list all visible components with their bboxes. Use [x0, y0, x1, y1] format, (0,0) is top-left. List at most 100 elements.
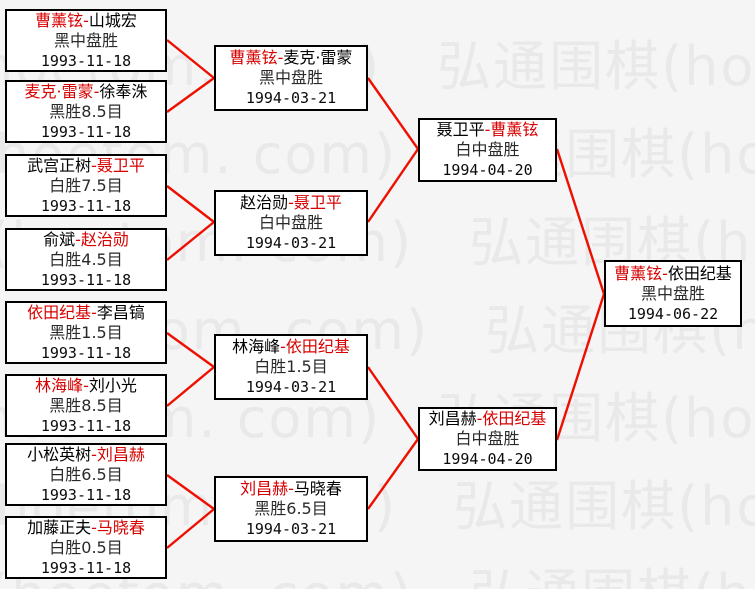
player-p1: 刘昌赫	[428, 409, 477, 428]
match-players: 依田纪基-李昌镐	[27, 303, 145, 323]
connector-line	[166, 77, 215, 113]
match-date: 1994-03-21	[245, 234, 337, 252]
match-result: 白胜4.5目	[49, 249, 123, 269]
player-p1: 林海峰	[35, 375, 84, 395]
match-date: 1994-06-22	[627, 304, 719, 323]
player-p2: 刘小光	[88, 375, 137, 395]
player-p2: 刘昌赫	[96, 444, 145, 464]
connector-line	[367, 438, 419, 510]
match-result: 白中盘胜	[455, 429, 520, 448]
match-date: 1993-11-18	[40, 343, 132, 362]
separator: -	[277, 48, 284, 67]
connector-line	[367, 148, 419, 223]
player-p1: 加藤正夫	[27, 517, 92, 537]
player-p1: 曹薰铉	[229, 48, 278, 67]
player-p1: 曹薰铉	[614, 263, 663, 283]
player-p1: 麦克·雷蒙	[24, 81, 94, 101]
match-date: 1994-04-20	[442, 450, 533, 468]
connector-line	[166, 39, 215, 79]
match-players: 加藤正夫-马晓春	[27, 518, 145, 538]
match-result: 白中盘胜	[258, 213, 323, 232]
match-box-r1-1: 曹薰铉-山城宏 黑中盘胜 1993-11-18	[5, 9, 167, 72]
match-box-r1-6: 林海峰-刘小光 黑胜8.5目 1993-11-18	[5, 374, 167, 437]
connector-line	[166, 366, 215, 407]
separator: -	[91, 517, 97, 537]
connector-line	[367, 77, 419, 150]
match-result: 黑胜1.5目	[49, 322, 123, 342]
player-p2: 赵治勋	[80, 229, 129, 249]
match-players: 聂卫平-曹薰铉	[437, 120, 539, 140]
match-players: 武宫正树-聂卫平	[27, 156, 145, 176]
match-players: 曹薰铉-山城宏	[35, 11, 137, 31]
match-players: 林海峰-依田纪基	[232, 337, 350, 357]
match-box-sf-2: 刘昌赫-依田纪基 白中盘胜 1994-04-20	[418, 407, 557, 471]
match-box-final: 曹薰铉-依田纪基 黑中盘胜 1994-06-22	[604, 260, 742, 327]
match-players: 麦克·雷蒙-徐奉洙	[25, 82, 148, 102]
separator: -	[91, 155, 97, 175]
separator: -	[288, 479, 294, 498]
match-box-r2-2: 赵治勋-聂卫平 白中盘胜 1994-03-21	[214, 190, 368, 256]
match-box-r2-4: 刘昌赫-马晓春 黑胜6.5目 1994-03-21	[214, 476, 368, 542]
player-p2: 依田纪基	[667, 263, 732, 283]
match-date: 1993-11-18	[40, 558, 132, 577]
match-players: 曹薰铉-依田纪基	[614, 264, 732, 284]
match-date: 1994-03-21	[245, 520, 337, 538]
player-p1: 刘昌赫	[240, 479, 289, 498]
player-p1: 依田纪基	[27, 302, 92, 322]
match-date: 1993-11-18	[40, 416, 132, 435]
match-players: 刘昌赫-马晓春	[240, 479, 342, 499]
connector-line	[555, 148, 606, 295]
match-result: 黑胜6.5目	[254, 499, 328, 518]
connector-line	[367, 366, 419, 440]
connector-line	[166, 185, 215, 223]
match-players: 俞斌-赵治勋	[43, 230, 129, 250]
match-result: 黑胜8.5目	[49, 395, 123, 415]
match-players: 小松英树-刘昌赫	[27, 445, 145, 465]
match-result: 白中盘胜	[455, 140, 520, 159]
player-p1: 俞斌	[43, 229, 76, 249]
connector-line	[166, 474, 215, 510]
match-date: 1993-11-18	[40, 122, 132, 141]
match-result: 白胜7.5目	[49, 175, 123, 195]
match-box-r1-4: 俞斌-赵治勋 白胜4.5目 1993-11-18	[5, 228, 167, 291]
separator: -	[91, 444, 97, 464]
match-box-r2-1: 曹薰铉-麦克·雷蒙 黑中盘胜 1994-03-21	[214, 45, 368, 111]
player-p2: 聂卫平	[293, 193, 342, 212]
player-p1: 小松英树	[27, 444, 92, 464]
player-p2: 曹薰铉	[490, 120, 539, 139]
match-date: 1993-11-18	[40, 51, 132, 70]
match-box-r1-7: 小松英树-刘昌赫 白胜6.5目 1993-11-18	[5, 443, 167, 506]
separator: -	[83, 375, 89, 395]
match-box-r1-8: 加藤正夫-马晓春 白胜0.5目 1993-11-18	[5, 516, 167, 579]
connector-line	[555, 293, 606, 441]
separator: -	[83, 10, 89, 30]
match-result: 黑中盘胜	[53, 30, 118, 50]
match-result: 黑中盘胜	[258, 68, 323, 87]
match-date: 1994-03-21	[245, 89, 337, 107]
separator: -	[93, 81, 100, 101]
player-p1: 赵治勋	[240, 193, 289, 212]
separator: -	[280, 337, 286, 356]
connector-line	[166, 332, 215, 368]
player-p1: 武宫正树	[27, 155, 92, 175]
player-p2: 李昌镐	[96, 302, 145, 322]
match-date: 1993-11-18	[40, 196, 132, 215]
match-players: 林海峰-刘小光	[35, 376, 137, 396]
match-date: 1993-11-18	[40, 485, 132, 504]
match-result: 黑胜8.5目	[49, 101, 123, 121]
player-p2: 麦克·雷蒙	[283, 48, 353, 67]
player-p1: 曹薰铉	[35, 10, 84, 30]
match-date: 1994-04-20	[442, 161, 533, 179]
match-result: 白胜0.5目	[49, 537, 123, 557]
player-p1: 聂卫平	[436, 120, 485, 139]
connector-line	[166, 221, 215, 261]
player-p2: 徐奉洙	[99, 81, 148, 101]
match-result: 白胜1.5目	[254, 357, 328, 376]
separator: -	[484, 120, 491, 139]
player-p2: 依田纪基	[482, 409, 547, 428]
player-p2: 马晓春	[96, 517, 145, 537]
connector-line	[166, 508, 215, 549]
match-players: 赵治勋-聂卫平	[240, 193, 342, 213]
separator: -	[662, 263, 668, 283]
